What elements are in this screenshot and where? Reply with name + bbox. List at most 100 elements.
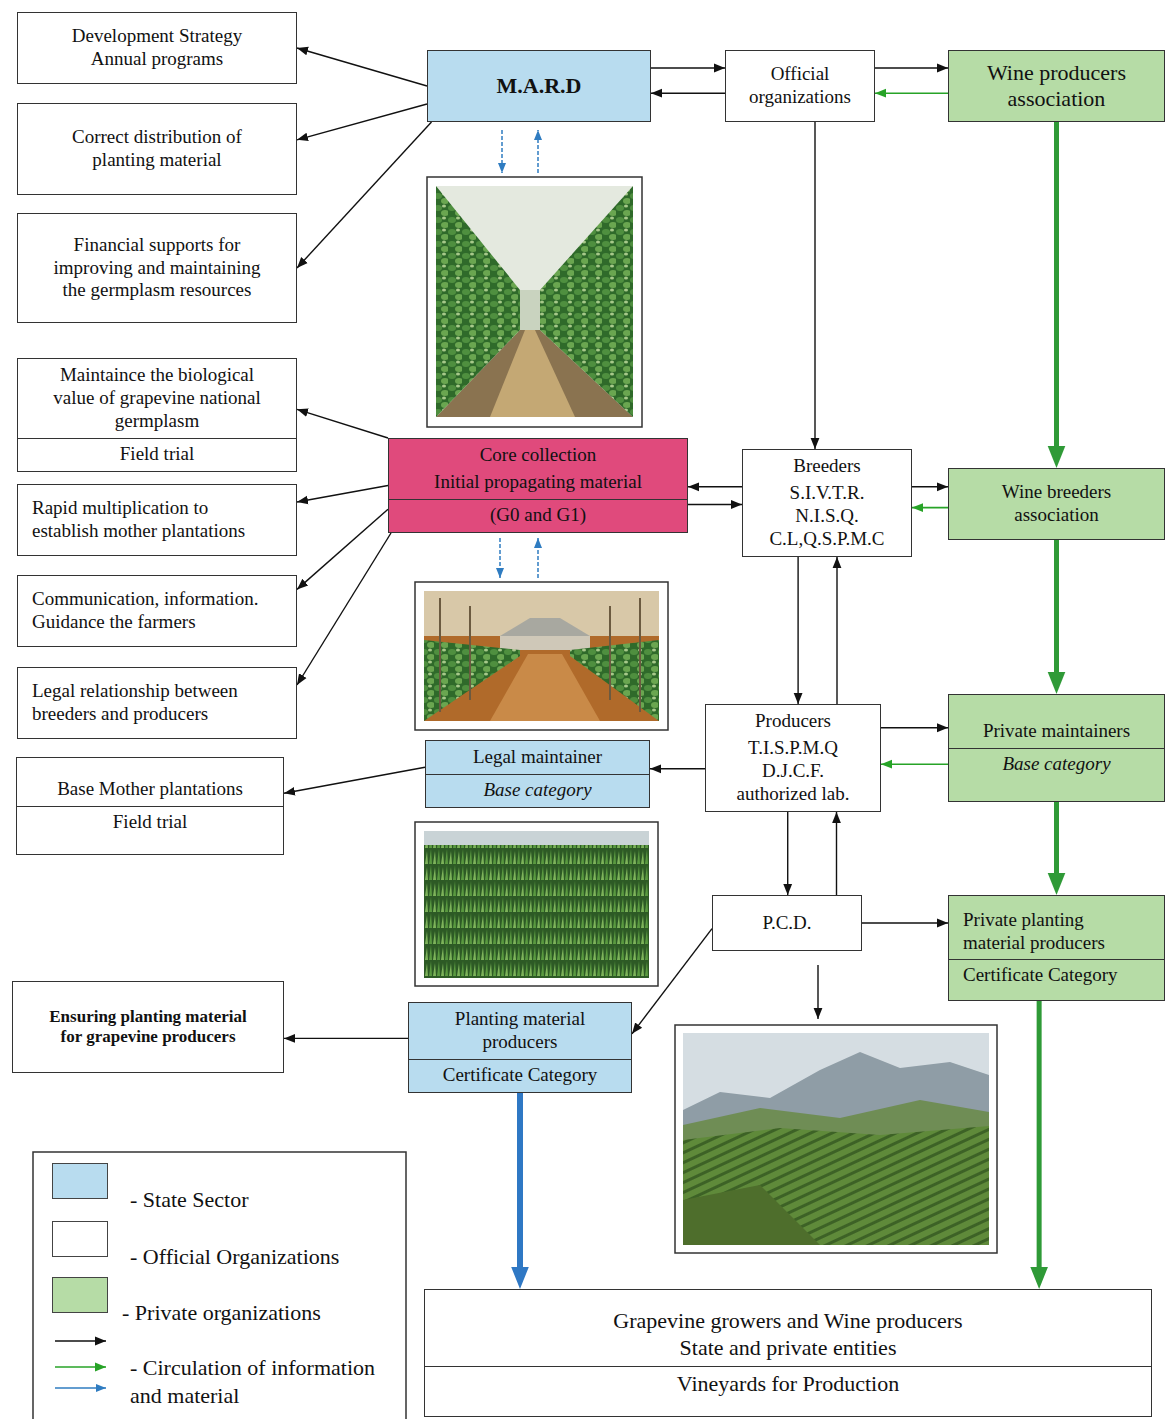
box-text: Planting material producers [409, 1006, 631, 1056]
box-text: Rapid multiplication to establish mother… [18, 495, 296, 545]
box-text: Initial propagating material [389, 469, 687, 496]
box-text: Private planting material producers [949, 907, 1164, 957]
box-text: Field trial [17, 806, 283, 836]
box-text: Base Mother plantations [17, 776, 283, 803]
nursery-photo [415, 822, 658, 986]
box-text: Wine producers association [949, 58, 1164, 115]
connector-arrow [881, 763, 948, 765]
legend-frame [33, 1152, 406, 1419]
legend-text: - Official Organizations [130, 1243, 339, 1271]
connector-arrow [688, 504, 742, 505]
process-box: Core collectionInitial propagating mater… [388, 438, 688, 533]
connector-arrow [284, 767, 425, 793]
connector-arrow [688, 486, 742, 487]
process-box: Rapid multiplication to establish mother… [17, 484, 297, 556]
connector-arrow [650, 768, 705, 769]
connector-arrow [297, 533, 391, 685]
process-box: Private planting material producersCerti… [948, 895, 1165, 1001]
connector-arrow [836, 557, 837, 704]
box-text: S.I.V.T.R. N.I.S.Q. C.L,Q.S.P.M.C [743, 480, 911, 552]
box-text: Base category [949, 748, 1164, 778]
connector-arrow [297, 409, 388, 438]
connector-arrow [632, 929, 712, 1034]
box-text: Financial supports for improving and mai… [18, 232, 296, 304]
greenhouse-photo [427, 177, 642, 427]
connector-arrow [297, 122, 431, 268]
connector-arrow [297, 48, 427, 86]
process-box: Correct distribution of planting materia… [17, 103, 297, 195]
process-box: Development Strategy Annual programs [17, 12, 297, 84]
vineyard-greenhouse-photo [415, 582, 668, 730]
connector-arrow [912, 507, 948, 509]
box-text: Development Strategy Annual programs [18, 23, 296, 73]
process-box: ProducersT.I.S.P.M.Q D.J.C.F. authorized… [705, 704, 881, 812]
connector-arrow [1054, 802, 1059, 884]
box-text: P.C.D. [713, 910, 861, 937]
legend-swatch [52, 1277, 108, 1313]
box-text: Legal relationship between breeders and … [18, 678, 296, 728]
box-text: Certificate Category [409, 1059, 631, 1089]
process-box: BreedersS.I.V.T.R. N.I.S.Q. C.L,Q.S.P.M.… [742, 449, 912, 557]
connector-arrow [912, 486, 948, 487]
process-box: Legal relationship between breeders and … [17, 667, 297, 739]
process-box: Ensuring planting material for grapevine… [12, 981, 284, 1073]
process-box: Wine producers association [948, 50, 1165, 122]
connector-arrow [651, 67, 725, 68]
process-box: Official organizations [725, 50, 875, 122]
connector-arrow [797, 557, 798, 704]
process-box: Legal maintainerBase category [425, 740, 650, 808]
connector-arrow [875, 67, 948, 68]
box-text: M.A.R.D [428, 71, 650, 101]
legend-text: - State Sector [130, 1186, 249, 1214]
process-box: Private maintainersBase category [948, 694, 1165, 802]
process-box: Base Mother plantationsField trial [16, 757, 284, 855]
box-text: Certificate Category [949, 959, 1164, 989]
process-box: Maintaince the biological value of grape… [17, 358, 297, 472]
box-text: Producers [706, 708, 880, 735]
legend-swatch [52, 1221, 108, 1257]
box-text: Ensuring planting material for grapevine… [13, 1005, 283, 1050]
connector-arrow [297, 486, 388, 503]
connector-arrow [284, 1038, 408, 1039]
connector-arrow [1054, 122, 1059, 457]
legend-swatch [52, 1163, 108, 1199]
connector-arrow [297, 509, 388, 589]
process-box: Grapevine growers and Wine producers Sta… [424, 1289, 1152, 1417]
vineyard-landscape-photo [675, 1025, 997, 1253]
legend-text: - Circulation of information and materia… [130, 1354, 385, 1409]
box-text: Official organizations [726, 61, 874, 111]
legend-text: - Private organizations [122, 1299, 321, 1327]
process-box: Wine breeders association [948, 468, 1165, 540]
connector-arrow [836, 812, 837, 895]
box-text: Legal maintainer [426, 744, 649, 771]
connector-arrow [517, 1093, 523, 1278]
process-box: Financial supports for improving and mai… [17, 213, 297, 323]
flow-arrows [500, 130, 818, 1019]
box-text: Field trial [18, 438, 296, 468]
process-box: Planting material producersCertificate C… [408, 1002, 632, 1093]
box-text: Private maintainers [949, 718, 1164, 745]
box-text: Wine breeders association [949, 479, 1164, 529]
box-text: Base category [426, 774, 649, 804]
process-box: M.A.R.D [427, 50, 651, 122]
connector-arrow [814, 122, 815, 449]
process-box: P.C.D. [712, 895, 862, 951]
box-text: Vineyards for Production [425, 1366, 1151, 1399]
box-text: Maintaince the biological value of grape… [18, 362, 296, 434]
box-text: Core collection [389, 442, 687, 469]
connector-arrow [787, 812, 788, 895]
box-text: Communication, information. Guidance the… [18, 586, 296, 636]
connector-arrow [1054, 540, 1059, 683]
box-text: Correct distribution of planting materia… [18, 124, 296, 174]
connector-arrow [875, 92, 948, 94]
box-text: Grapevine growers and Wine producers Sta… [425, 1306, 1151, 1363]
connector-arrow [881, 727, 948, 728]
connector-arrow [862, 922, 948, 923]
box-text: Breeders [743, 453, 911, 480]
process-box: Communication, information. Guidance the… [17, 575, 297, 647]
box-text: (G0 and G1) [389, 499, 687, 529]
connector-arrow [297, 104, 427, 140]
connector-arrow [651, 92, 725, 93]
connector-arrow [1037, 1001, 1042, 1278]
box-text: T.I.S.P.M.Q D.J.C.F. authorized lab. [706, 735, 880, 807]
